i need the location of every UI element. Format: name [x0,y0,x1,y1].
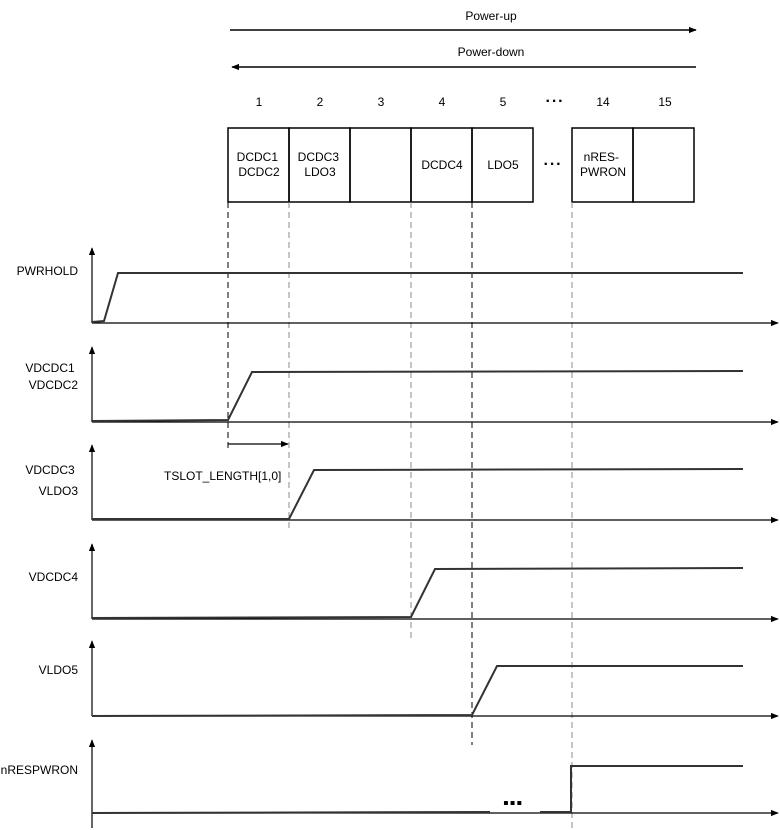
slot-5-text: LDO5 [487,158,519,172]
waveform-vdcdc1-vdcdc2 [91,370,744,422]
waveform-nrespwron-step [540,765,743,813]
waveform-ellipsis: ▪▪▪ [503,795,523,812]
waveform-vdcdc3-vldo3 [92,468,744,520]
slot-box-15 [632,127,695,203]
waveform-vdcdc4 [91,567,744,619]
waveform-nrespwron [91,811,491,814]
slot-box-5 [471,127,534,203]
slot-14-text: nRES- PWRON [580,150,626,179]
slot-number-5: 5 [500,95,507,109]
slot-number-3: 3 [378,95,385,109]
slot-number-14: 14 [596,95,610,109]
axis-pwrhold [88,247,779,327]
slot-number-15: 15 [658,95,672,109]
power-down-label: Power-down [458,45,525,59]
signal-label-vdcdc3-vldo3: VDCDC3 VLDO3 [25,463,78,498]
slot-number-4: 4 [439,95,446,109]
slot-box-ellipsis: ··· [544,156,563,173]
slot-number-1: 1 [256,95,263,109]
waveform-vldo5 [91,665,743,717]
signal-label-vldo5: VLDO5 [39,663,79,677]
slot-1-text: DCDC1 DCDC2 [237,150,282,179]
signal-label-pwrhold: PWRHOLD [17,264,79,278]
axis-nrespwron [88,739,779,828]
signal-label-vdcdc4: VDCDC4 [29,570,79,584]
slot-4-text: DCDC4 [421,158,463,172]
slot-2-text: DCDC3 LDO3 [298,150,343,179]
slot-number-2: 2 [317,95,324,109]
signal-label-nrespwron: nRESPWRON [1,763,78,777]
slot-box-3 [349,127,412,203]
power-up-label: Power-up [465,9,517,23]
axis-vdcdc1-vdcdc2 [88,346,779,426]
axis-vldo5 [88,640,779,720]
tslot-length-label: TSLOT_LENGTH[1,0] [164,469,281,483]
waveform-pwrhold [91,272,743,323]
signal-label-vdcdc1-vdcdc2: VDCDC1 VDCDC2 [25,361,78,392]
axis-vdcdc4 [88,543,779,623]
slot-number-ellipsis: ··· [546,93,565,110]
